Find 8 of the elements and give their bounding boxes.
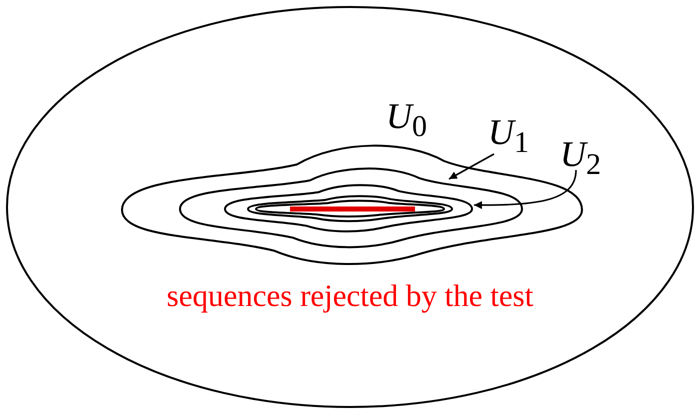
- curve-label: U$_{0}$: [386, 98, 427, 142]
- contour-line: [224, 184, 473, 232]
- region-caption: sequences rejected by the test: [166, 280, 534, 311]
- curve-label: U$_{1}$: [488, 114, 529, 158]
- leader-arrow: [448, 153, 494, 180]
- curve-label: U$_{2}$: [560, 136, 601, 180]
- leader-arrow: [474, 170, 577, 210]
- contour-line: [179, 168, 523, 248]
